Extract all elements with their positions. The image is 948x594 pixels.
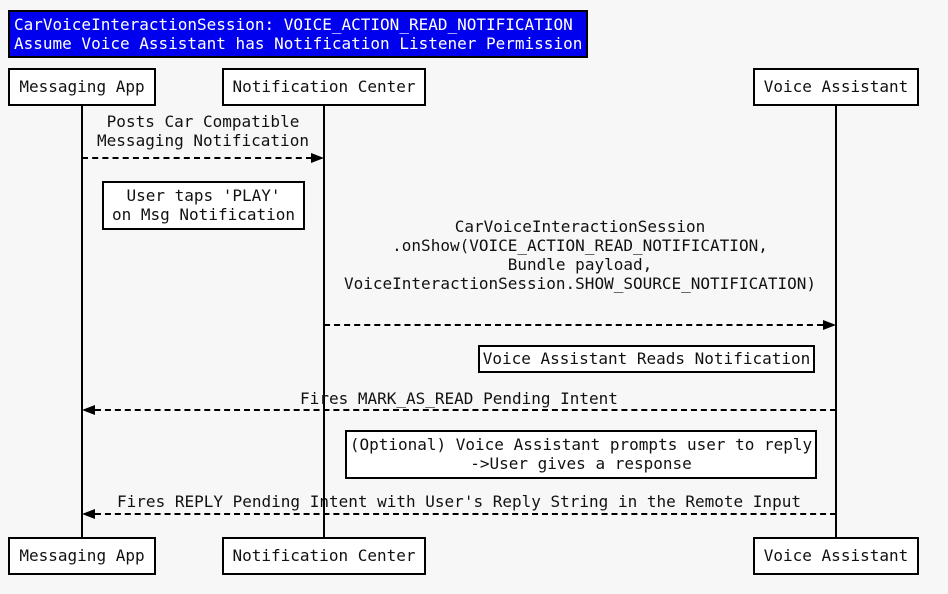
actor-label: Messaging App bbox=[19, 546, 145, 565]
message-2-line-3: Bundle payload, bbox=[507, 255, 653, 274]
diagram-title: CarVoiceInteractionSession: VOICE_ACTION… bbox=[8, 10, 589, 58]
arrowhead-right-icon bbox=[823, 320, 836, 330]
message-2-line-4: VoiceInteractionSession.SHOW_SOURCE_NOTI… bbox=[343, 274, 816, 293]
lifeline-voice-assistant bbox=[835, 106, 837, 537]
lifeline-notification-center bbox=[323, 106, 325, 537]
message-3-arrow bbox=[95, 409, 836, 411]
message-1-line-2: Messaging Notification bbox=[97, 131, 309, 150]
message-1-line-1: Posts Car Compatible bbox=[106, 112, 300, 131]
note-2-line-1: Voice Assistant Reads Notification bbox=[482, 349, 811, 368]
message-3-label: Fires MARK_AS_READ Pending Intent bbox=[82, 389, 836, 408]
message-4-line-1: Fires REPLY Pending Intent with User's R… bbox=[117, 492, 801, 511]
message-2-label: CarVoiceInteractionSession .onShow(VOICE… bbox=[324, 217, 836, 293]
actor-bottom-voice-assistant: Voice Assistant bbox=[753, 537, 919, 575]
message-2-line-1: CarVoiceInteractionSession bbox=[454, 217, 706, 236]
actor-label: Notification Center bbox=[232, 546, 416, 565]
note-3-line-1: (Optional) Voice Assistant prompts user … bbox=[349, 435, 813, 454]
note-va-reads-notification: Voice Assistant Reads Notification bbox=[478, 345, 815, 373]
actor-label: Messaging App bbox=[19, 77, 145, 96]
message-4-arrow bbox=[95, 513, 836, 515]
message-1-arrow bbox=[82, 157, 312, 159]
actor-top-messaging-app: Messaging App bbox=[8, 68, 156, 106]
message-1-label: Posts Car Compatible Messaging Notificat… bbox=[82, 112, 324, 150]
arrowhead-left-icon bbox=[82, 405, 95, 415]
actor-label: Notification Center bbox=[232, 77, 416, 96]
note-user-taps-play: User taps 'PLAY' on Msg Notification bbox=[102, 181, 305, 230]
actor-label: Voice Assistant bbox=[763, 546, 909, 565]
actor-bottom-notification-center: Notification Center bbox=[222, 537, 426, 575]
actor-bottom-messaging-app: Messaging App bbox=[8, 537, 156, 575]
note-1-line-2: on Msg Notification bbox=[111, 205, 296, 224]
actor-label: Voice Assistant bbox=[763, 77, 909, 96]
diagram-title-line-1: CarVoiceInteractionSession: VOICE_ACTION… bbox=[14, 15, 573, 34]
note-3-line-2: ->User gives a response bbox=[470, 454, 692, 473]
note-1-line-1: User taps 'PLAY' bbox=[126, 186, 281, 205]
actor-top-voice-assistant: Voice Assistant bbox=[753, 68, 919, 106]
diagram-title-line-2: Assume Voice Assistant has Notification … bbox=[14, 34, 583, 53]
message-3-line-1: Fires MARK_AS_READ Pending Intent bbox=[300, 389, 618, 408]
lifeline-messaging-app bbox=[81, 106, 83, 537]
message-2-line-2: .onShow(VOICE_ACTION_READ_NOTIFICATION, bbox=[392, 236, 768, 255]
note-va-prompts-reply: (Optional) Voice Assistant prompts user … bbox=[345, 430, 817, 479]
arrowhead-left-icon bbox=[82, 509, 95, 519]
arrowhead-right-icon bbox=[311, 153, 324, 163]
message-2-arrow bbox=[324, 324, 823, 326]
message-4-label: Fires REPLY Pending Intent with User's R… bbox=[82, 492, 836, 511]
actor-top-notification-center: Notification Center bbox=[222, 68, 426, 106]
